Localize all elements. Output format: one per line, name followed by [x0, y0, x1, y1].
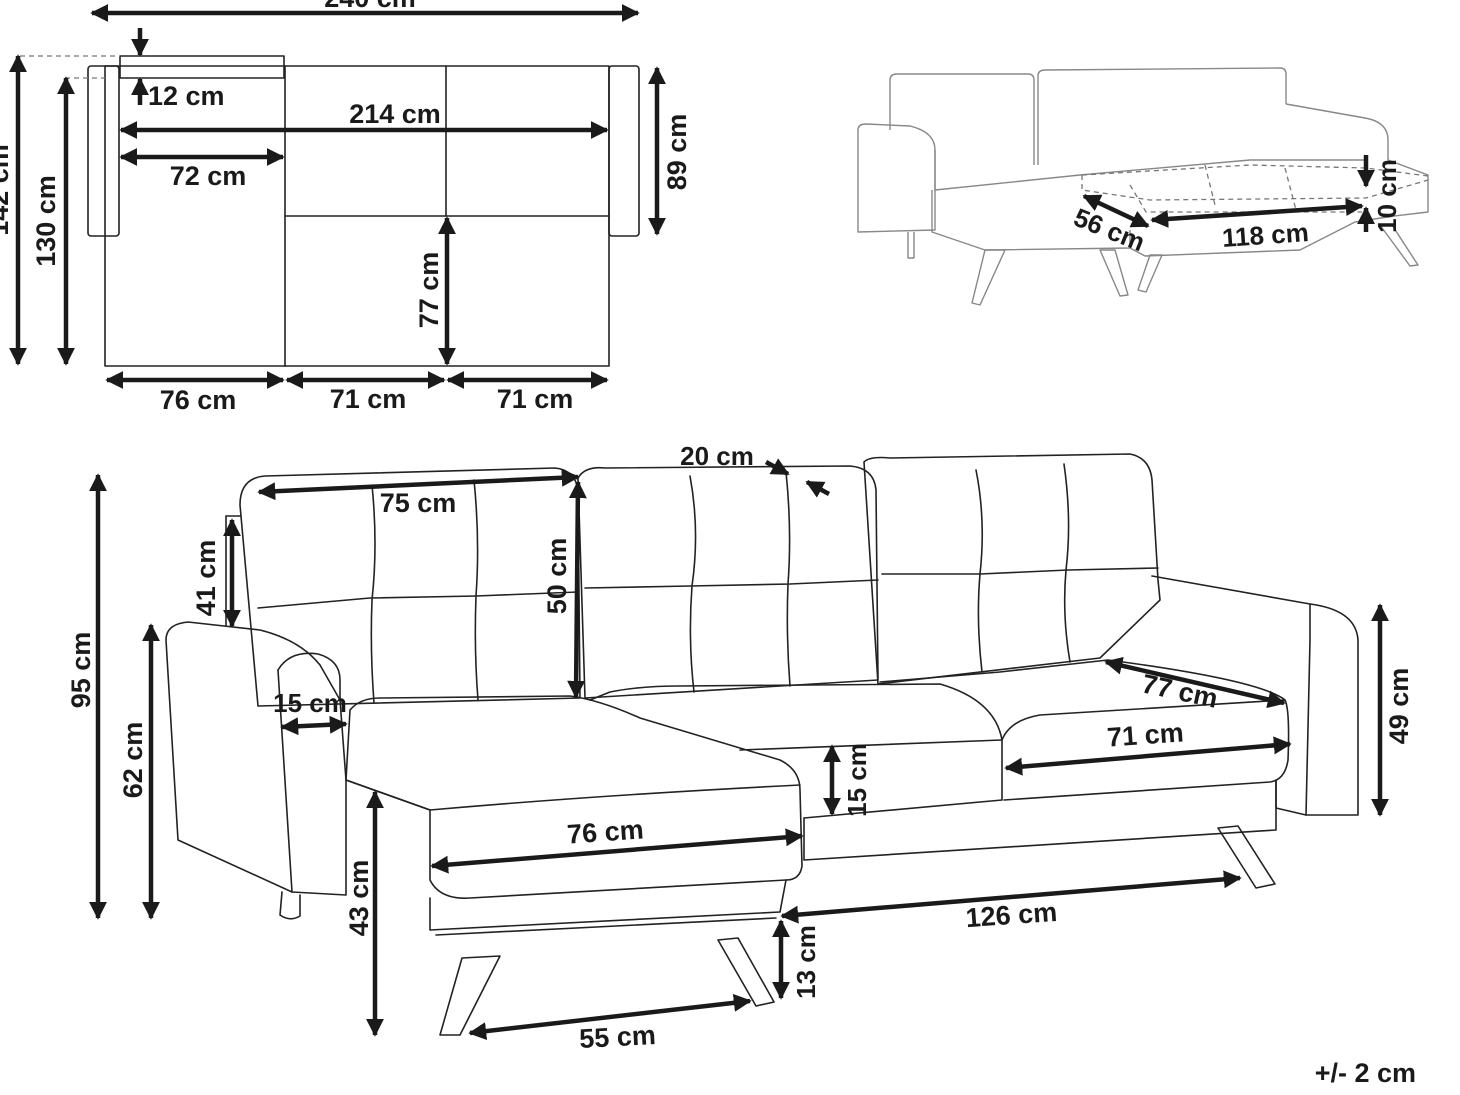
top-view-outline [20, 55, 640, 367]
back-offset-label: 12 cm [148, 81, 225, 111]
base-length-arrow [780, 870, 1242, 924]
seat-width-label: 71 cm [1106, 717, 1184, 752]
inner-depth-label: 130 cm [31, 175, 61, 267]
extension-width-arrow [1150, 198, 1364, 228]
segment-middle-label: 71 cm [330, 384, 407, 414]
seat-depth-label: 77 cm [414, 252, 444, 329]
tolerance-note: +/- 2 cm [1315, 1058, 1416, 1088]
armrest-height-label: 62 cm [118, 722, 148, 799]
armrest-width-arrow [280, 715, 348, 736]
back-depth-label: 89 cm [662, 114, 692, 191]
cushion-top-height-label: 41 cm [191, 540, 221, 617]
back-cushion-depth-label: 20 cm [680, 441, 754, 471]
seat-width-arrow [1004, 736, 1292, 776]
chaise-width-arrow [430, 828, 804, 874]
inner-width-label: 214 cm [349, 99, 441, 129]
segment-left-label: 76 cm [160, 385, 237, 415]
back-cushion-depth-arrow-top [764, 458, 790, 476]
back-cushion-height-label: 50 cm [542, 538, 572, 615]
right-arm-height-label: 49 cm [1384, 668, 1414, 745]
seat-height-label: 43 cm [344, 860, 374, 937]
segment-right-label: 71 cm [497, 384, 574, 414]
leg-span-arrow [468, 993, 752, 1041]
front-view-outline [165, 453, 1359, 1036]
back-cushion-width-label: 75 cm [380, 488, 457, 518]
overall-depth-label: 142 cm [0, 144, 14, 236]
armrest-width-label: 15 cm [273, 688, 347, 718]
top-view: 240 cm 142 cm 130 cm 12 cm 214 cm 72 cm … [0, 0, 692, 415]
back-cushion-width-arrow [257, 468, 580, 501]
back-cushion-height-arrow [567, 480, 587, 699]
back-cushion-depth-arrow-bottom [805, 480, 831, 498]
overall-width-label: 240 cm [324, 0, 416, 13]
seat-depth-arrow [1104, 656, 1286, 709]
extension-width-label: 118 cm [1221, 217, 1310, 253]
leg-span-label: 55 cm [579, 1020, 657, 1054]
chaise-seat-width-label: 72 cm [170, 161, 247, 191]
total-height-label: 95 cm [66, 632, 96, 709]
bed-view-outline [857, 67, 1429, 306]
extension-height-label: 10 cm [1372, 159, 1402, 233]
extension-depth-arrow [1082, 193, 1150, 229]
chaise-width-label: 76 cm [566, 814, 644, 849]
seat-cushion-height-label: 15 cm [842, 743, 872, 817]
bed-view: 56 cm 118 cm 10 cm [857, 67, 1429, 306]
front-view: 95 cm 41 cm 62 cm 15 cm 75 cm 50 cm 20 c… [66, 441, 1414, 1054]
leg-height-label: 13 cm [791, 925, 821, 999]
base-length-label: 126 cm [965, 897, 1058, 933]
